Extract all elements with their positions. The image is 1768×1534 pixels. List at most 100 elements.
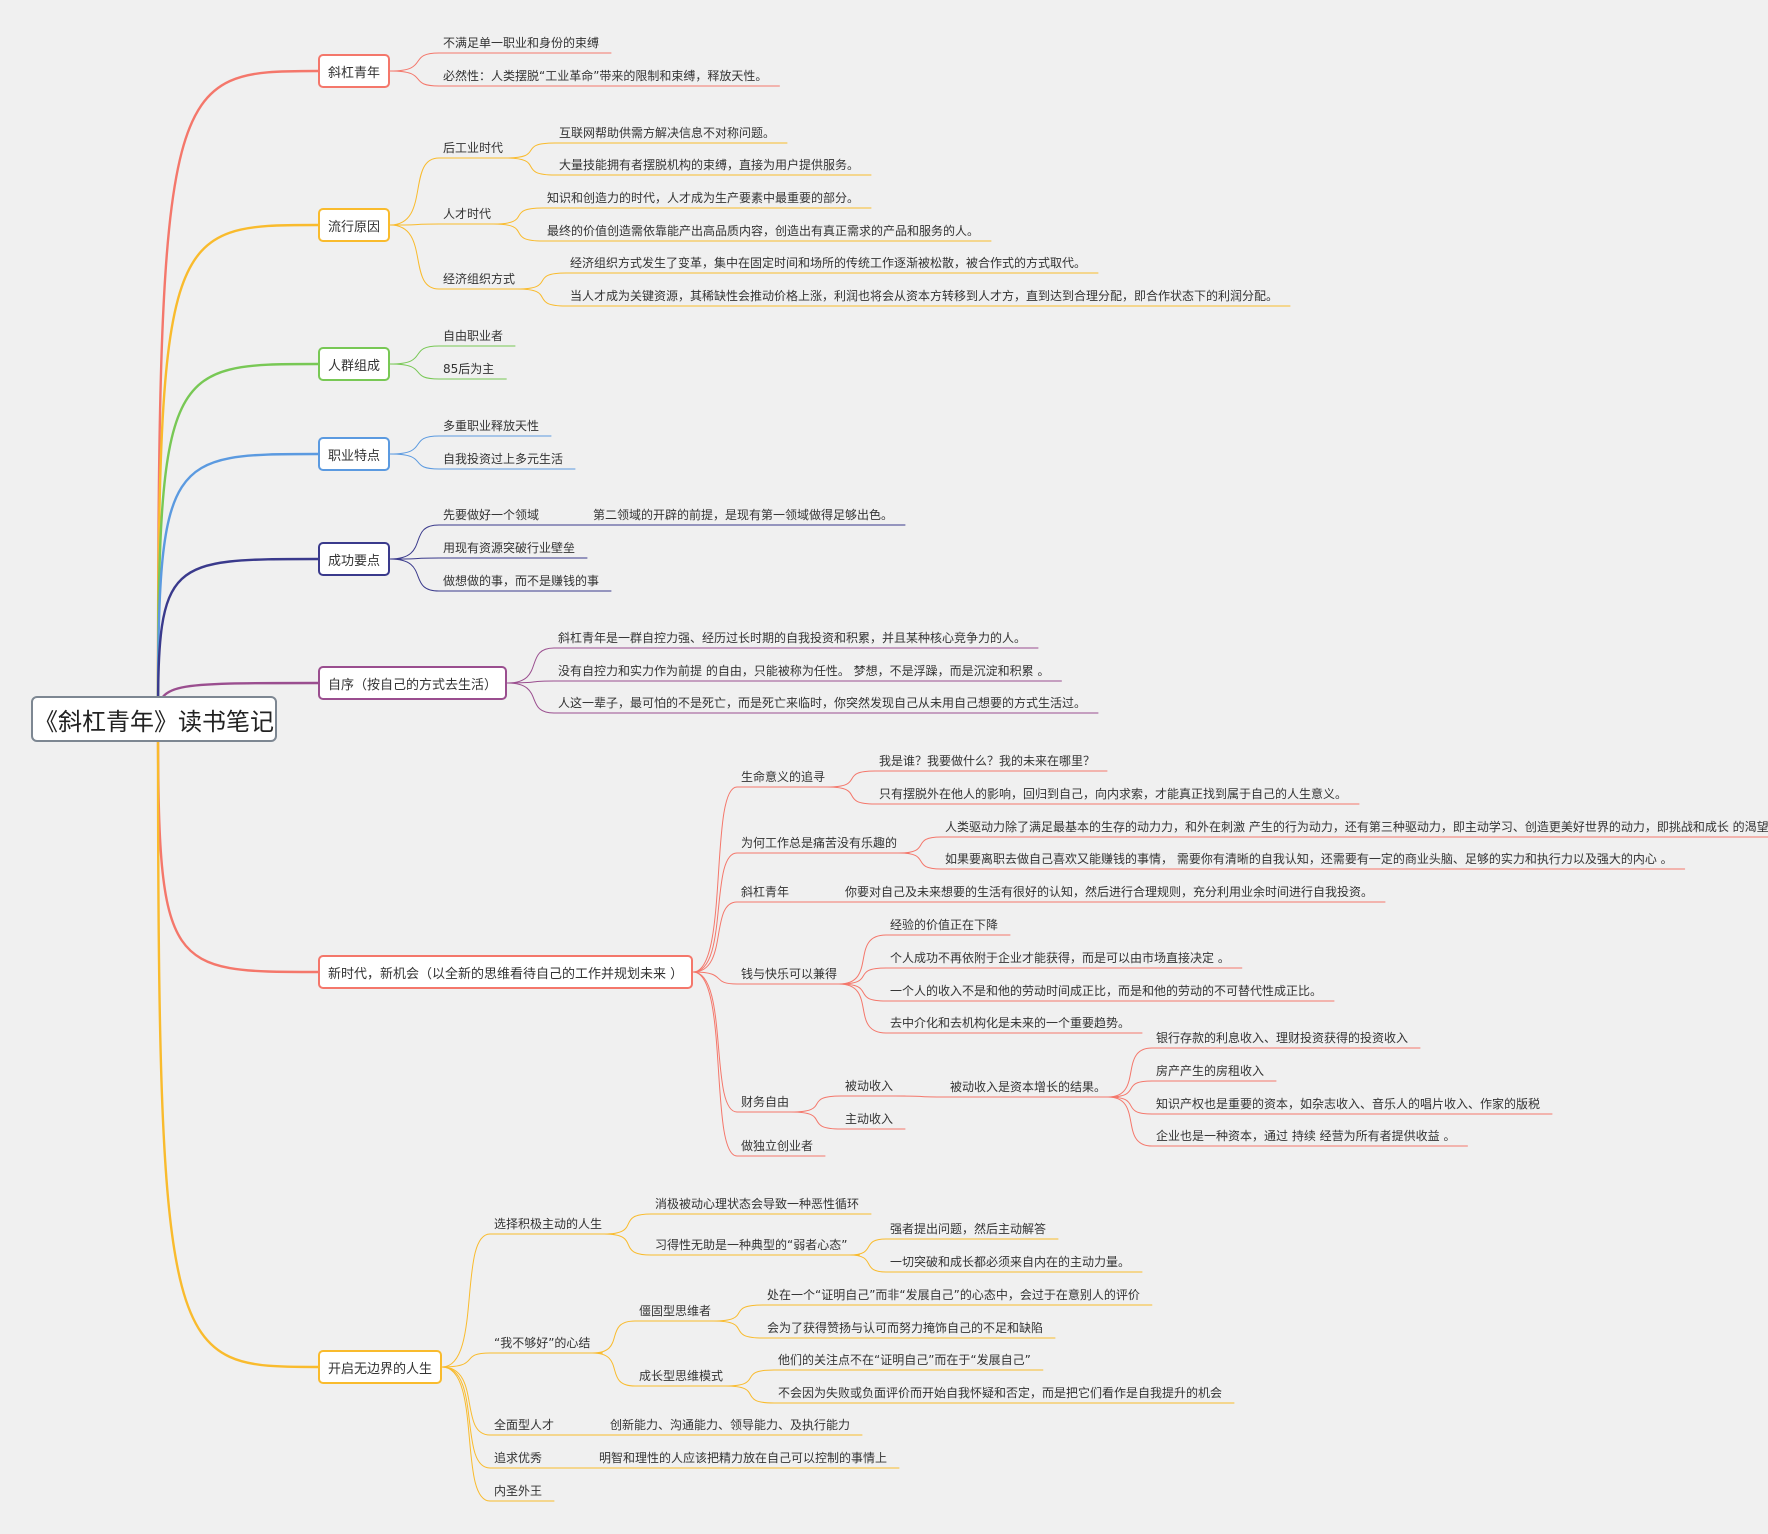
subtopic[interactable]: 没有自控力和实力作为前提 的自由，只能被称为任性。 梦想，不是浮躁，而是沉淀和积… — [558, 664, 1050, 678]
connector-line — [894, 1095, 947, 1098]
connector-line — [591, 1352, 636, 1387]
subtopic[interactable]: 做想做的事，而不是赚钱的事 — [443, 574, 600, 588]
subtopic[interactable]: 人类驱动力除了满足最基本的生存的动力力，和外在刺激 产生的行为动力，还有第三种驱… — [945, 820, 1768, 834]
subtopic[interactable]: 被动收入 — [845, 1079, 894, 1093]
connector-line — [692, 901, 738, 973]
branch-preface[interactable]: 自序（按自己的方式去生活） — [318, 666, 508, 700]
subtopic[interactable]: 习得性无助是一种典型的“弱者心态” — [655, 1238, 848, 1252]
subtopic[interactable]: 全面型人才 — [494, 1418, 555, 1432]
subtopic[interactable]: 选择积极主动的人生 — [494, 1217, 603, 1231]
branch-success-keys[interactable]: 成功要点 — [318, 542, 391, 576]
subtopic[interactable]: 先要做好一个领域 — [443, 508, 540, 522]
subtopic[interactable]: 强者提出问题，然后主动解答 — [890, 1222, 1047, 1236]
subtopic[interactable]: 不会因为失败或负面评价而开始自我怀疑和否定，而是把它们看作是自我提升的机会 — [778, 1386, 1223, 1400]
connector-line — [838, 983, 887, 1034]
subtopic[interactable]: 只有摆脱外在他人的影响，回归到自己，向内求索，才能真正找到属于自己的人生意义。 — [879, 787, 1348, 801]
subtopic[interactable]: 最终的价值创造需依靠能产出高品质内容，创造出有真正需求的产品和服务的人。 — [547, 224, 980, 238]
subtopic[interactable]: 处在一个“证明自己”而非“发展自己”的心态中，会过于在意别人的评价 — [767, 1288, 1140, 1302]
connector-line — [441, 1366, 491, 1436]
subtopic[interactable]: 做独立创业者 — [741, 1139, 814, 1153]
branch-slash-youth[interactable]: 斜杠青年 — [318, 54, 391, 88]
connector-line — [591, 1320, 636, 1354]
subtopic[interactable]: 必然性：人类摆脱“工业革命”带来的限制和束缚，释放天性。 — [443, 69, 768, 83]
subtopic[interactable]: 人才时代 — [443, 207, 492, 221]
connector-line — [441, 1366, 491, 1469]
subtopic[interactable]: 创新能力、沟通能力、领导能力、及执行能力 — [610, 1418, 851, 1432]
branch-boundless-life[interactable]: 开启无边界的人生 — [318, 1350, 443, 1384]
subtopic[interactable]: 明智和理性的人应该把精力放在自己可以控制的事情上 — [599, 1451, 888, 1465]
root-topic[interactable]: 《斜杠青年》读书笔记 — [31, 696, 277, 742]
subtopic[interactable]: 个人成功不再依附于企业才能获得，而是可以由市场直接决定 。 — [890, 951, 1230, 965]
connector-line — [506, 682, 555, 714]
connector-line — [712, 1304, 764, 1322]
subtopic[interactable]: 大量技能拥有者摆脱机构的束缚，直接为用户提供服务。 — [559, 158, 860, 172]
subtopic[interactable]: 斜杠青年是一群自控力强、经历过长时期的自我投资和积累，并且某种核心竞争力的人。 — [558, 631, 1027, 645]
subtopic[interactable]: 知识和创造力的时代，人才成为生产要素中最重要的部分。 — [547, 191, 860, 205]
subtopic[interactable]: 后工业时代 — [443, 141, 504, 155]
connector-line — [389, 52, 440, 72]
connector-line — [156, 557, 320, 721]
subtopic[interactable]: 钱与快乐可以兼得 — [741, 967, 838, 981]
subtopic[interactable]: 当人才成为关键资源，其稀缺性会推动价格上涨，利润也将会从资本方转移到人才方，直到… — [570, 289, 1279, 303]
connector-line — [441, 1233, 491, 1368]
connector-line — [389, 363, 440, 380]
subtopic[interactable]: 你要对自己及未来想要的生活有很好的认知，然后进行合理规则，充分利用业余时间进行自… — [845, 885, 1374, 899]
subtopic[interactable]: 消极被动心理状态会导致一种恶性循环 — [655, 1197, 860, 1211]
subtopic[interactable]: 互联网帮助供需方解决信息不对称问题。 — [559, 126, 776, 140]
subtopic[interactable]: 不满足单一职业和身份的束缚 — [443, 36, 600, 50]
subtopic[interactable]: 去中介化和去机构化是未来的一个重要趋势。 — [890, 1016, 1131, 1030]
subtopic[interactable]: 财务自由 — [741, 1095, 790, 1109]
branch-new-era[interactable]: 新时代，新机会（以全新的思维看待自己的工作并规划未来 ） — [318, 955, 694, 989]
connector-line — [898, 852, 942, 870]
subtopic[interactable]: 房产产生的房租收入 — [1156, 1064, 1265, 1078]
subtopic[interactable]: 85后为主 — [443, 362, 495, 376]
connector-line — [712, 1320, 764, 1339]
subtopic[interactable]: 成长型思维模式 — [639, 1369, 724, 1383]
subtopic[interactable]: 我是谁？我要做什么？我的未来在哪里？ — [879, 754, 1096, 768]
connector-line — [516, 288, 567, 307]
subtopic[interactable]: 经验的价值正在下降 — [890, 918, 999, 932]
subtopic[interactable]: 内圣外王 — [494, 1484, 543, 1498]
connector-line — [389, 524, 440, 560]
subtopic[interactable]: 第二领域的开辟的前提，是现有第一领域做得足够出色。 — [593, 508, 894, 522]
subtopic[interactable]: 自由职业者 — [443, 329, 504, 343]
subtopic[interactable]: 知识产权也是重要的资本，如杂志收入、音乐人的唱片收入、作家的版税 — [1156, 1097, 1541, 1111]
subtopic[interactable]: 僵固型思维者 — [639, 1304, 712, 1318]
subtopic[interactable]: 被动收入是资本增长的结果。 — [950, 1080, 1107, 1094]
branch-career-traits[interactable]: 职业特点 — [318, 437, 391, 471]
subtopic[interactable]: “我不够好”的心结 — [494, 1336, 591, 1350]
connector-line — [389, 435, 440, 455]
connector-line — [898, 836, 942, 854]
branch-population[interactable]: 人群组成 — [318, 347, 391, 381]
subtopic[interactable]: 银行存款的利息收入、理财投资获得的投资收入 — [1156, 1031, 1409, 1045]
subtopic[interactable]: 如果要离职去做自己喜欢又能赚钱的事情， 需要你有清晰的自我认知，还需要有一定的商… — [945, 852, 1673, 866]
subtopic[interactable]: 经济组织方式发生了变革，集中在固定时间和场所的传统工作逐渐被松散，被合作式的方式… — [570, 256, 1087, 270]
connector-line — [492, 207, 544, 225]
connector-line — [156, 362, 320, 721]
subtopic[interactable]: 主动收入 — [845, 1112, 894, 1126]
subtopic[interactable]: 自我投资过上多元生活 — [443, 452, 564, 466]
subtopic[interactable]: 他们的关注点不在“证明自己”而在于“发展自己” — [778, 1353, 1031, 1367]
connector-line — [156, 69, 320, 721]
subtopic[interactable]: 用现有资源突破行业壁垒 — [443, 541, 576, 555]
connector-line — [389, 223, 440, 226]
subtopic[interactable]: 会为了获得赞扬与认可而努力掩饰自己的不足和缺陷 — [767, 1321, 1044, 1335]
subtopic[interactable]: 生命意义的追寻 — [741, 770, 826, 784]
connector-line — [389, 224, 440, 290]
subtopic[interactable]: 企业也是一种资本，通过 持续 经营为所有者提供收益 。 — [1156, 1129, 1456, 1143]
subtopic[interactable]: 人这一辈子，最可怕的不是死亡，而是死亡来临时，你突然发现自己从未用自己想要的方式… — [558, 696, 1087, 710]
branch-popularity-reasons[interactable]: 流行原因 — [318, 208, 391, 242]
subtopic[interactable]: 追求优秀 — [494, 1451, 543, 1465]
subtopic[interactable]: 斜杠青年 — [741, 885, 790, 899]
subtopic[interactable]: 经济组织方式 — [443, 272, 516, 286]
subtopic[interactable]: 一个人的收入不是和他的劳动时间成正比，而是和他的劳动的不可替代性成正比。 — [890, 984, 1323, 998]
subtopic[interactable]: 一切突破和成长都必须来自内在的主动力量。 — [890, 1255, 1131, 1269]
connector-line — [790, 1111, 842, 1130]
connector-line — [389, 345, 440, 365]
connector-line — [603, 1233, 652, 1256]
subtopic[interactable]: 多重职业释放天性 — [443, 419, 540, 433]
connector-line — [156, 717, 320, 974]
subtopic[interactable]: 为何工作总是痛苦没有乐趣的 — [741, 836, 898, 850]
